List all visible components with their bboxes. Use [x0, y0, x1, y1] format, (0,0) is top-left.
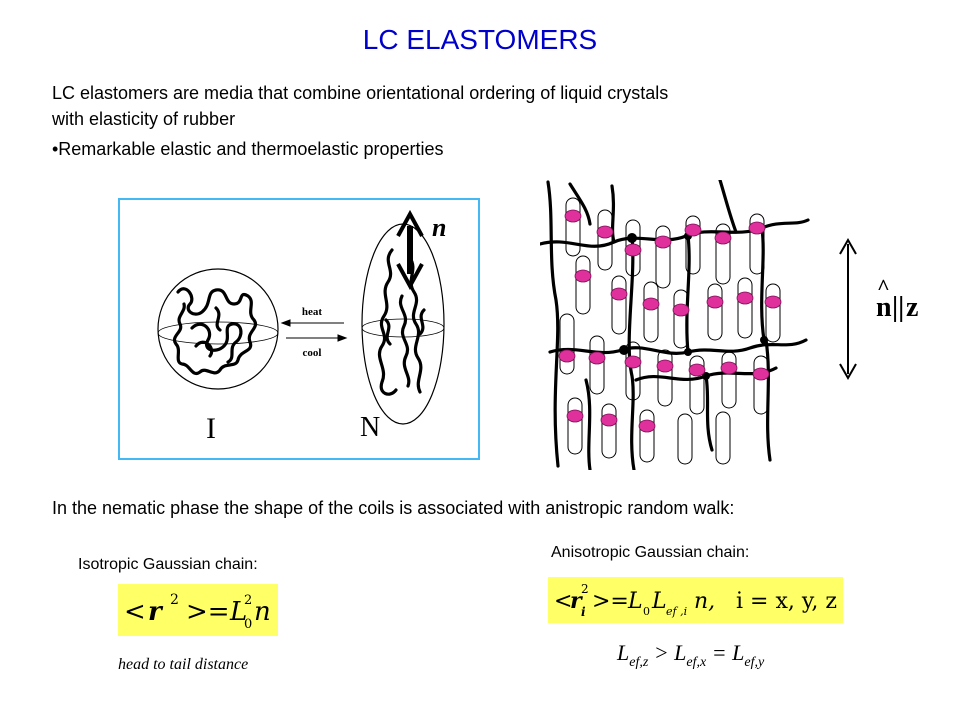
- ineq-sub1: ef,z: [629, 655, 649, 670]
- elastomer-network-diagram: [540, 180, 810, 470]
- aniso-gteq: >=: [592, 589, 629, 614]
- aniso-L0-sub: 0: [643, 605, 650, 618]
- isotropic-chain-label: Isotropic Gaussian chain:: [78, 556, 258, 573]
- ineq-sub3: ef,y: [744, 655, 765, 670]
- nematic-ellipsoid: [361, 223, 445, 425]
- heat-arrow: [280, 319, 344, 327]
- z-axis-double-arrow: [839, 237, 857, 381]
- aniso-r: r: [570, 588, 583, 614]
- isotropic-phase-label: I: [206, 412, 216, 445]
- ineq-eq: =: [706, 640, 733, 665]
- heat-label: heat: [302, 306, 323, 318]
- head-to-tail-caption: head to tail distance: [118, 656, 249, 673]
- iso-r: r: [148, 597, 164, 627]
- ineq-L2: L: [674, 640, 687, 665]
- anisotropic-chain-label: Anisotropic Gaussian chain:: [551, 544, 750, 561]
- intro-line-1: LC elastomers are media that combine ori…: [52, 83, 669, 103]
- aniso-Lef-sub: ef ,i: [666, 605, 687, 618]
- iso-n: n: [254, 597, 271, 627]
- iso-lt: <: [124, 597, 146, 627]
- mesogen-attachment-points: [558, 209, 782, 433]
- aniso-Lef: L: [651, 589, 667, 614]
- iso-gteq: >=: [186, 597, 230, 627]
- cool-label: cool: [303, 347, 322, 359]
- coil-phase-figure: n heat cool I N: [118, 198, 480, 460]
- aniso-n: n,: [694, 589, 715, 614]
- intro-line-2: with elasticity of rubber: [52, 109, 236, 129]
- anisotropic-formula: < r 2 i >= L 0 L ef ,i n, i = x, y, z: [548, 577, 843, 623]
- iso-L-exp: 2: [244, 593, 252, 608]
- ineq-gt: >: [648, 640, 675, 665]
- isotropic-formula: < r 2 >= L 2 0 n: [118, 584, 278, 636]
- mesogen-rods: [559, 197, 781, 465]
- nematic-phase-sentence: In the nematic phase the shape of the co…: [52, 498, 735, 518]
- director-parallel-z-diagram: ^ n || z: [839, 237, 918, 381]
- aniso-r-exp: 2: [581, 582, 589, 596]
- aniso-r-sub: i: [581, 605, 586, 619]
- director-double-arrow: [396, 209, 424, 291]
- ineq-L3: L: [732, 640, 745, 665]
- nematic-phase-label: N: [360, 412, 380, 443]
- aniso-condition: i = x, y, z: [736, 589, 837, 614]
- aniso-lt: <: [554, 589, 572, 614]
- bullet-point: •Remarkable elastic and thermoelastic pr…: [52, 139, 444, 159]
- cool-arrow: [286, 334, 348, 342]
- aniso-L0: L: [627, 589, 643, 614]
- parallel-symbol: ||: [892, 292, 904, 323]
- isotropic-coil: [173, 287, 257, 375]
- iso-L: L: [229, 597, 247, 627]
- effective-length-inequality: Lef,z > Lef,x = Lef,y: [617, 640, 764, 671]
- z-axis-symbol: z: [906, 292, 918, 323]
- director-symbol: n: [876, 292, 892, 323]
- iso-r-exp: 2: [170, 592, 179, 608]
- coil-phase-svg: n heat cool I N: [157, 209, 446, 445]
- ineq-L1: L: [617, 640, 630, 665]
- iso-L-sub: 0: [244, 617, 252, 632]
- ineq-sub2: ef,x: [686, 655, 707, 670]
- director-hat: ^: [877, 274, 890, 299]
- director-label: n: [432, 213, 446, 242]
- slide-title: LC ELASTOMERS: [362, 24, 598, 55]
